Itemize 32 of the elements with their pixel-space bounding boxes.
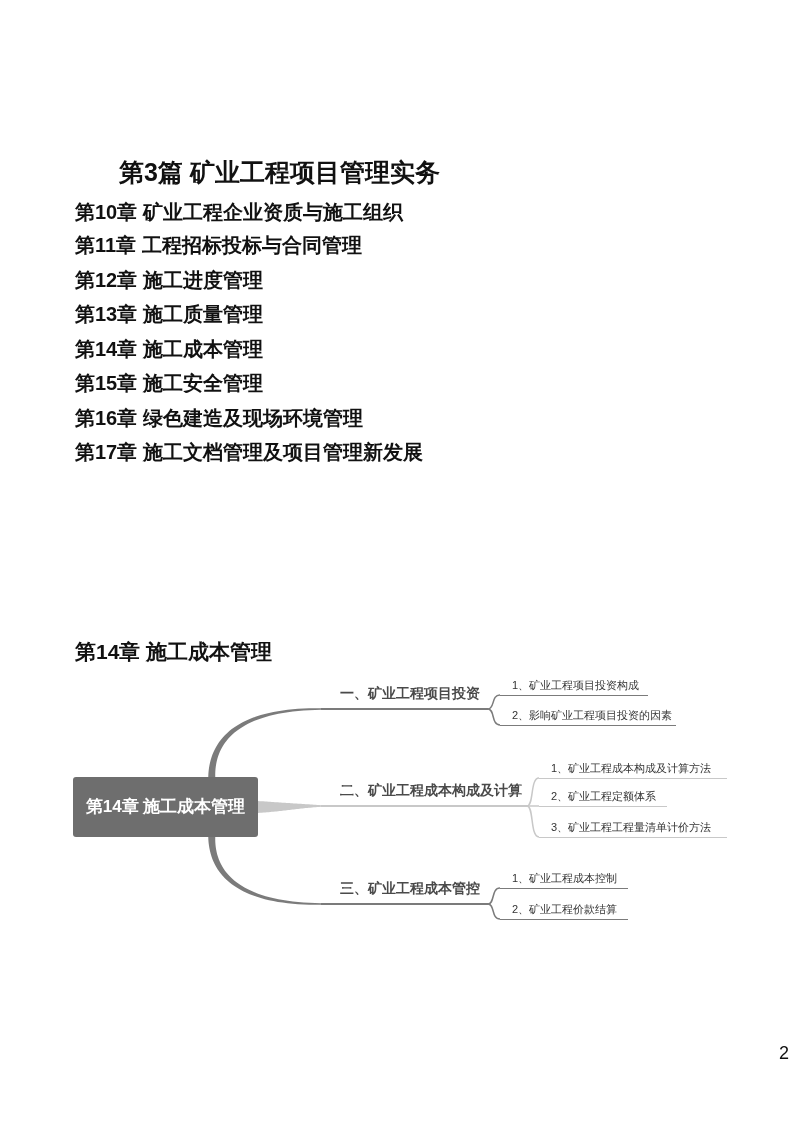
subtopic: 1、矿业工程成本构成及计算方法 [539,761,727,779]
section-heading: 第14章 施工成本管理 [75,639,273,664]
branch-topic: 一、矿业工程项目投资 [321,684,488,710]
chapter-title: 第17章 施工文档管理及项目管理新发展 [75,440,423,464]
connector-line [487,903,501,920]
branch-topic: 二、矿业工程成本构成及计算 [321,781,527,807]
chapter-title: 第11章 工程招标投标与合同管理 [75,233,362,257]
subtopic: 3、矿业工程工程量清单计价方法 [539,820,727,838]
chapter-title: 第12章 施工进度管理 [75,268,263,292]
chapter-title: 第10章 矿业工程企业资质与施工组织 [75,200,403,224]
connector-line [526,805,540,807]
connector-line [487,694,501,710]
chapter-title: 第14章 施工成本管理 [75,337,263,361]
branch-line [208,837,321,905]
subtopic: 1、矿业工程成本控制 [500,871,628,889]
connector-line [487,887,501,905]
chapter-title: 第15章 施工安全管理 [75,371,263,395]
connector-line [526,805,540,838]
connector-line [526,777,540,807]
branch-line [208,708,321,777]
connector-line [487,708,501,726]
chapter-title: 第16章 绿色建造及现场环境管理 [75,406,363,430]
page-number: 2 [779,1042,789,1064]
branch-topic: 三、矿业工程成本管控 [321,879,488,905]
chapter-title: 第13章 施工质量管理 [75,302,263,326]
branch-line [258,801,321,813]
subtopic: 2、矿业工程定额体系 [539,789,667,807]
subtopic: 2、影响矿业工程项目投资的因素 [500,708,676,726]
page-title: 第3篇 矿业工程项目管理实务 [119,157,440,187]
subtopic: 1、矿业工程项目投资构成 [500,678,648,696]
subtopic: 2、矿业工程价款结算 [500,902,628,920]
main-topic-box: 第14章 施工成本管理 [73,777,258,837]
